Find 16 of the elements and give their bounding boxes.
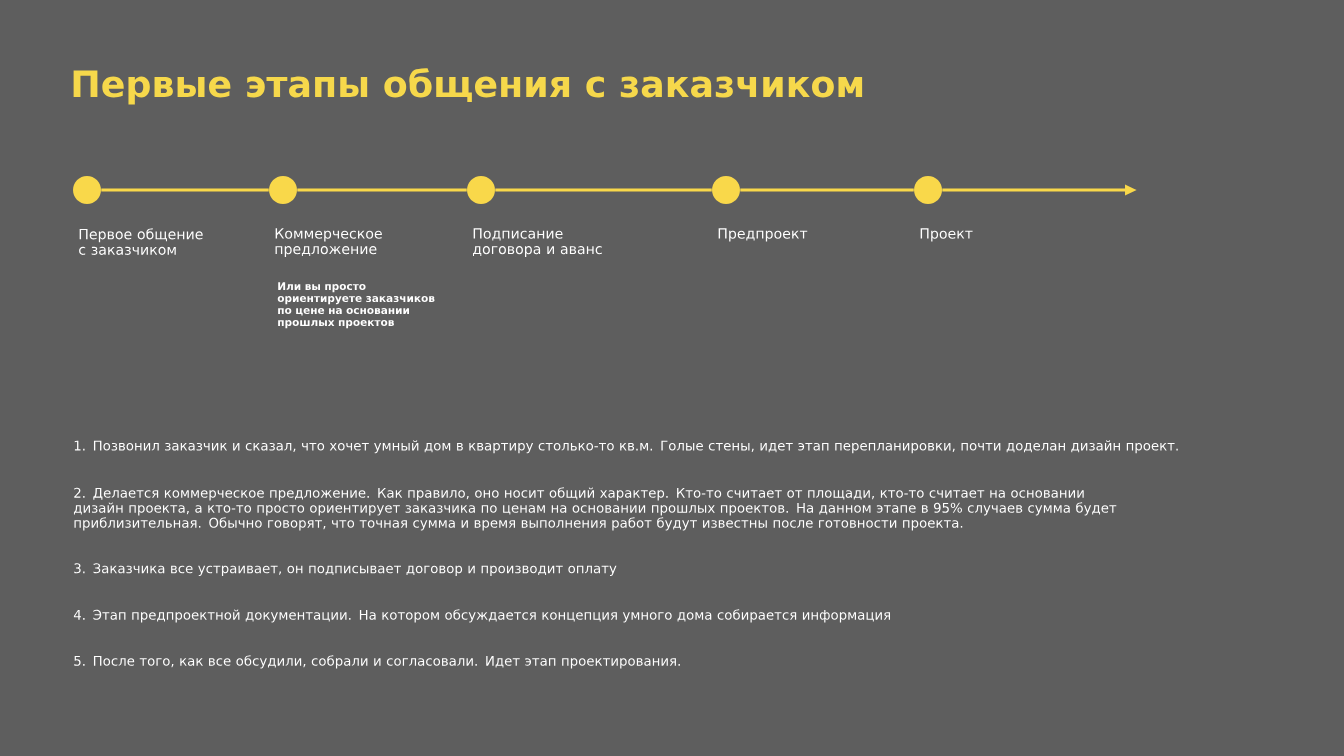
step-description: 5. После того, как все обсудили, собрали и согласовали. Идет этап проектирования. <box>74 655 680 669</box>
timeline-line <box>101 188 269 192</box>
timeline-line <box>740 188 914 192</box>
slide-title: Первые этапы общения с заказчиком <box>73 68 863 105</box>
step-description: 3. Заказчика все устраивает, он подписывает договор и производит оплату <box>74 563 617 576</box>
step-description: 4. Этап предпроектной документации. На котором обсуждается концепция умного дома собирается информация <box>73 609 890 623</box>
stage-label: Предпроект <box>718 228 808 242</box>
stage-note: Или вы просто ориентируете заказчиков по цене на основании прошлых проектов <box>277 282 435 329</box>
stage-label: Подписание договора и аванс <box>473 228 602 257</box>
step-description: 1. Позвонил заказчик и сказал, что хочет умный дом в квартиру столько-то кв.м. Голые стены, идет этап перепланировки, почти доделан дизайн проект. <box>74 440 1178 454</box>
timeline-line <box>495 188 712 192</box>
stage-label: Проект <box>920 228 973 242</box>
step-description: 2. Делается коммерческое предложение. Как правило, оно носит общий характер. Кто-то считает от площади, кто-то считает на основании дизайн проекта, а кто-то просто ориентирует заказчика по ценам на основании прошлых проектов. На данном этапе в 95% случаев сумма будет приблизительная. Обычно говорят, что точная сумма и время выполнения работ будут известны после готовности проекта. <box>73 487 1117 531</box>
stage-label: Первое общение с заказчиком <box>79 228 203 255</box>
stage-label: Коммерческое предложение <box>275 228 382 257</box>
timeline-line <box>297 188 467 192</box>
